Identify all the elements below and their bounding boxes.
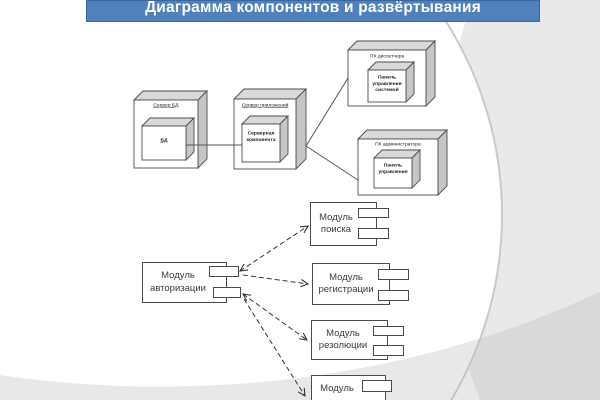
slide-title-bar: Диаграмма компонентов и развёртывания bbox=[86, 0, 540, 22]
component-search-label: Модуль поиска bbox=[319, 211, 353, 235]
node-label-control-panel-system: Панель управления системой bbox=[372, 74, 402, 93]
component-search-port-bottom bbox=[358, 228, 389, 239]
node-dispatcher-pc-shape bbox=[346, 39, 437, 108]
background-swoosh bbox=[0, 291, 600, 400]
component-auth-port-top bbox=[209, 266, 239, 277]
node-label-db: БД bbox=[160, 137, 168, 143]
component-resolution-port-top bbox=[373, 326, 404, 336]
component-auth-label: Модуль авторизации bbox=[150, 270, 206, 294]
slide-title: Диаграмма компонентов и развёртывания bbox=[145, 0, 481, 16]
node-label-control-panel: Панель управления bbox=[378, 162, 408, 174]
node-label-dispatcher-pc: ПК диспетчера bbox=[369, 53, 405, 59]
component-registration-port-bottom bbox=[378, 290, 409, 301]
component-partial-label: Модуль bbox=[320, 382, 354, 394]
component-partial-port bbox=[362, 380, 392, 392]
component-registration-module bbox=[312, 263, 390, 305]
node-db-server-shape bbox=[132, 89, 209, 170]
node-label-server-component: Серверная компонента bbox=[246, 130, 276, 142]
component-resolution-label: Модуль резолюции bbox=[318, 327, 368, 351]
component-search-port-top bbox=[358, 208, 389, 218]
component-auth-port-bottom bbox=[213, 287, 241, 298]
node-label-admin-pc: ПК администратора bbox=[375, 141, 421, 147]
node-label-app-server: Сервер приложений bbox=[241, 102, 289, 108]
component-registration-port-top bbox=[378, 269, 409, 280]
component-registration-label: Модуль регистрации bbox=[318, 271, 374, 295]
node-app-server-shape bbox=[232, 87, 308, 171]
component-resolution-port-bottom bbox=[373, 345, 404, 356]
node-label-db-server: Сервер БД bbox=[153, 102, 179, 108]
node-admin-pc-shape bbox=[356, 128, 449, 197]
